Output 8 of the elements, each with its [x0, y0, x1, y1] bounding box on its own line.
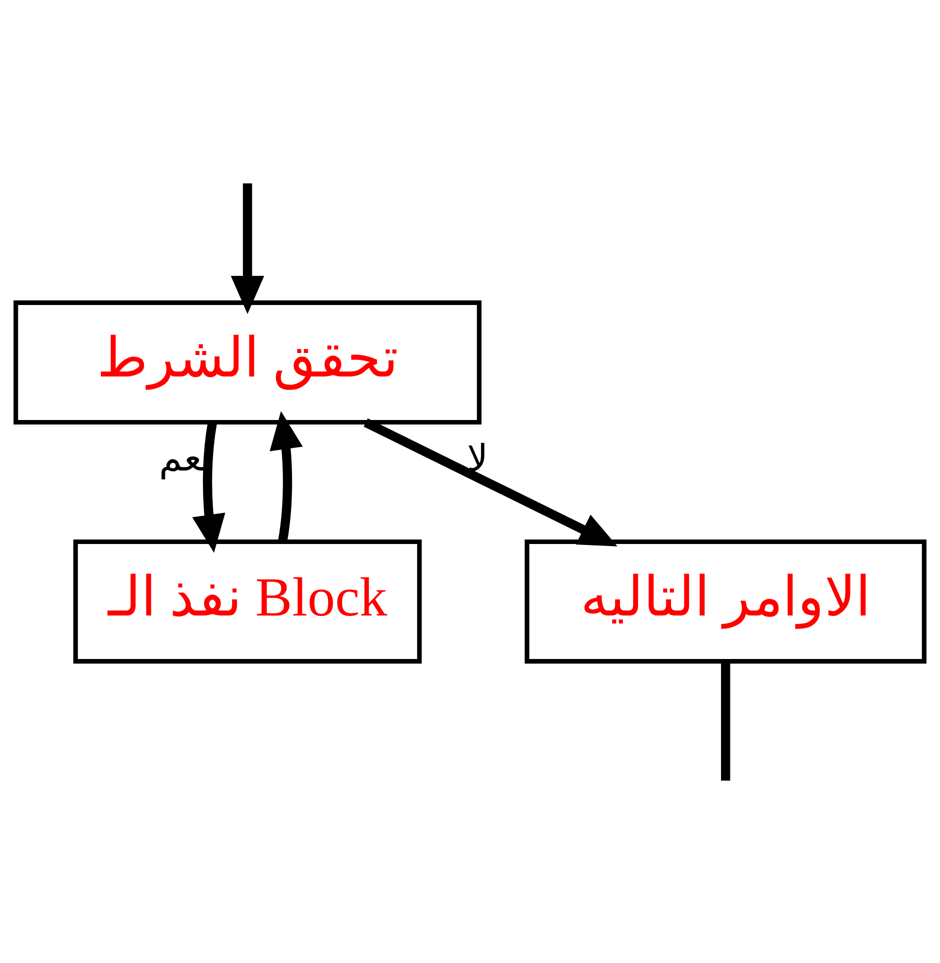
arrow [230, 182, 264, 314]
node-box: الاوامر التاليه [524, 538, 926, 664]
node-box: نفذ الـ Block [73, 538, 422, 664]
connector [721, 660, 730, 780]
arrow [364, 418, 618, 546]
node-box: تحقق الشرط [14, 300, 482, 424]
arrow [270, 410, 303, 542]
edge-label: لا [467, 438, 488, 479]
